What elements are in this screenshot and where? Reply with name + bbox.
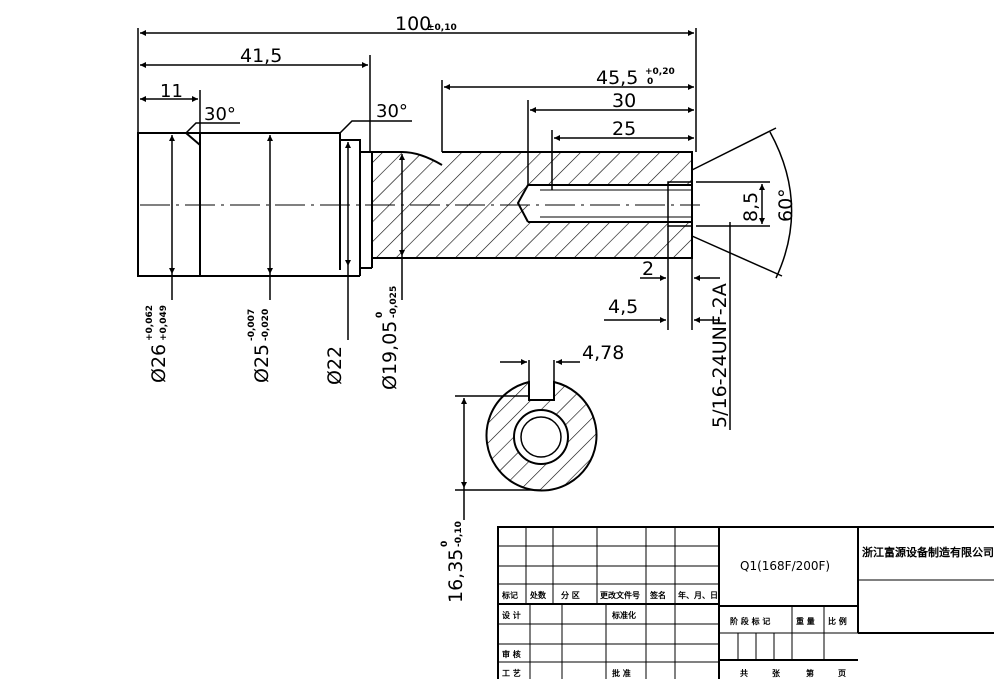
bore-circle	[520, 416, 562, 458]
arc-60	[769, 131, 793, 279]
dim-2: 2	[642, 258, 654, 280]
tb-rev-h-count: 处数	[529, 590, 547, 600]
tb-design: 设 计	[502, 610, 521, 620]
tb-check: 审 核	[502, 649, 521, 659]
thread-spec: 5/16-24UNF-2A	[709, 283, 731, 428]
title-block	[497, 526, 994, 679]
dim-4-78: 4,78	[582, 342, 624, 364]
tb-rev-h-docno: 更改文件号	[600, 590, 640, 600]
dim-100: 100	[395, 13, 431, 35]
dim-4-5: 4,5	[608, 296, 638, 318]
cone-line-top	[691, 127, 777, 171]
tb-weight: 重 量	[796, 616, 815, 626]
dim-d25: Ø25	[251, 344, 273, 383]
dim-d26-tol-up: +0,062	[145, 305, 155, 341]
tb-part-name: Q1(168F/200F)	[740, 559, 830, 573]
top-dimensions	[137, 28, 697, 190]
tb-sheets: 张	[772, 669, 781, 678]
section-face	[485, 380, 598, 492]
leader-30-mid	[339, 120, 412, 134]
dim-8-5: 8,5	[740, 192, 762, 222]
diameter-dimensions	[169, 135, 405, 340]
tb-cols-left	[525, 527, 676, 679]
dim-d22: Ø22	[324, 346, 346, 385]
cone-line-bottom	[691, 235, 783, 277]
tb-rev-h-zone: 分 区	[561, 590, 580, 600]
dim-16-35-tol-up: 0	[440, 541, 450, 547]
end-counterbore	[667, 181, 693, 227]
section-d25	[199, 132, 360, 277]
right-dimensions	[604, 127, 793, 430]
dim-d19-tol-low: -0,025	[389, 286, 399, 318]
tb-approve: 批 准	[612, 668, 631, 678]
section-d22	[339, 139, 361, 276]
thread-hole	[516, 184, 692, 223]
dim-d26-tol-low: +0,049	[159, 305, 169, 341]
dim-45-5-tol-low: 0	[647, 77, 653, 87]
tb-total: 共	[740, 668, 748, 678]
tb-standardization: 标准化	[611, 610, 636, 620]
tb-page-no: 第	[806, 668, 814, 678]
tb-stage-mark: 阶 段 标 记	[730, 616, 770, 626]
dim-16-35: 16,35	[445, 549, 467, 603]
dim-45-5-tol-up: +0,20	[645, 67, 675, 77]
dim-d19-tol-up: 0	[375, 312, 385, 318]
dim-41-5: 41,5	[240, 45, 282, 67]
dim-11: 11	[160, 81, 183, 102]
dim-25: 25	[612, 118, 636, 140]
title-block-frame	[497, 526, 994, 679]
tb-scale: 比 例	[828, 616, 847, 626]
dim-60deg: 60°	[775, 188, 797, 222]
hatched-section	[372, 152, 692, 258]
leader-30-left	[185, 122, 240, 134]
dim-30: 30	[612, 90, 636, 112]
dim-16-35-tol-low: -0,10	[454, 521, 464, 547]
dim-30deg-left: 30°	[204, 104, 236, 125]
tb-company: 浙江富源设备制造有限公司	[862, 545, 994, 559]
dim-45-5: 45,5	[596, 67, 638, 89]
dim-d25-tol-low: -0,020	[261, 309, 271, 341]
tb-rev-h-mark: 标记	[501, 590, 518, 600]
tb-rows-right	[719, 579, 994, 661]
tb-page: 页	[838, 669, 846, 678]
chamfer-left	[185, 132, 201, 146]
tb-process: 工 艺	[502, 668, 521, 678]
dim-100-tol: ±0,10	[427, 23, 457, 33]
tb-rev-h-sign: 签名	[649, 590, 666, 600]
tb-rows-left	[498, 545, 719, 663]
dim-d26: Ø26	[148, 344, 170, 383]
dim-d19: Ø19,05	[379, 321, 401, 390]
dim-d25-tol-up: -0,007	[247, 309, 257, 341]
dim-30deg-mid: 30°	[376, 101, 408, 122]
tb-rev-h-date: 年、月、日	[678, 590, 718, 600]
cross-section-view	[455, 359, 598, 520]
